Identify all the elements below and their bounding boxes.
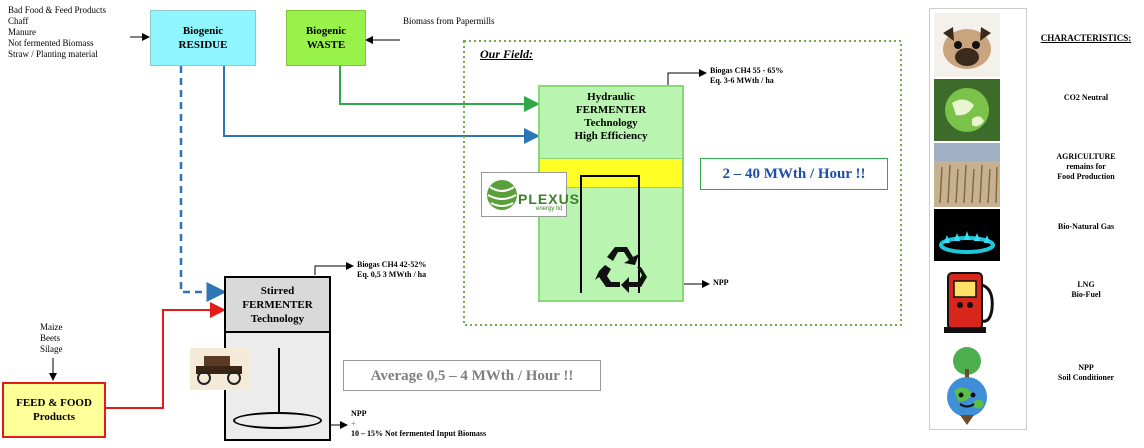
characteristic-line: Food Production (1057, 172, 1115, 181)
papermills-label: Biomass from Papermills (403, 16, 495, 26)
label-line: High Efficiency (574, 130, 648, 142)
arrow-hydraulic-biogas (667, 69, 707, 86)
characteristic-line: AGRICULTURE (1056, 152, 1116, 161)
residue-title: Biogenic (182, 25, 224, 37)
label-line: Technology (250, 313, 305, 325)
label-line: Hydraulic (587, 91, 635, 103)
input-item: Chaff (8, 16, 29, 26)
earth-leaf-icon (934, 79, 1000, 141)
characteristic-bio-natural-gas: Bio-Natural Gas (1036, 222, 1136, 232)
characteristics-image-column (929, 8, 1027, 430)
vintage-car-icon (190, 348, 250, 390)
arrow-waste-to-hydraulic (339, 66, 540, 112)
label-line: Stirred (260, 285, 295, 297)
biogenic-waste-box: Biogenic WASTE (286, 10, 366, 66)
stirred-biogas-label: Biogas CH4 42-52% Eq. 0,5 3 MWth / ha (357, 260, 426, 280)
characteristic-line: remains for (1066, 162, 1106, 171)
arrow-residue-to-stirred (179, 66, 227, 302)
characteristic-line: LNG (1077, 280, 1095, 289)
input-item: Bad Food & Feed Products (8, 5, 106, 15)
arrow-feed-to-stirred (106, 302, 226, 409)
characteristic-agriculture: AGRICULTURE remains for Food Production (1036, 152, 1136, 182)
residue-inputs-list: Bad Food & Feed Products Chaff Manure No… (8, 5, 106, 60)
stirred-npp-label: NPP + 10 – 15% Not fermented Input Bioma… (351, 409, 486, 439)
our-field-area (463, 40, 902, 326)
residue-subtitle: RESIDUE (178, 39, 228, 51)
plexus-logo-text: PLEXUS (518, 191, 581, 207)
input-item: Straw / Planting material (8, 49, 98, 59)
plexus-logo: PLEXUS energy ltd (481, 172, 579, 217)
hydraulic-npp-label: NPP (713, 278, 729, 287)
hydraulic-output-box: 2 – 40 MWth / Hour !! (700, 158, 888, 190)
feed-inputs-list: Maize Beets Silage (40, 322, 63, 355)
biogas-line: Biogas CH4 55 - 65% (710, 66, 784, 75)
characteristic-line: NPP (1078, 363, 1094, 372)
stirrer-paddle (233, 412, 322, 429)
fermenter-tube (580, 175, 640, 293)
hydraulic-fermenter-label: Hydraulic FERMENTER Technology High Effi… (540, 91, 682, 143)
characteristic-line: CO2 Neutral (1063, 93, 1109, 102)
our-field-label: Our Field: (480, 47, 534, 61)
gas-flame-icon (934, 209, 1000, 261)
npp-line: 10 – 15% Not fermented Input Biomass (351, 429, 487, 438)
wheat-field-icon (934, 143, 1000, 207)
feed-food-box: FEED & FOOD Products (2, 382, 106, 438)
characteristics-title: CHARACTERISTICS: (1040, 33, 1132, 43)
fuel-pump-icon (934, 265, 1000, 339)
arrow-residue-to-hydraulic (223, 66, 540, 144)
biogenic-residue-box: Biogenic RESIDUE (150, 10, 256, 66)
npp-line: + (351, 419, 356, 428)
label-line: FERMENTER (575, 104, 647, 116)
characteristic-npp: NPP Soil Conditioner (1036, 363, 1136, 383)
feed-food-subtitle: Products (33, 411, 75, 423)
arrow-stirred-biogas (314, 262, 354, 275)
biogas-line: Eq. 3-6 MWth / ha (710, 76, 774, 85)
stirred-output-box: Average 0,5 – 4 MWth / Hour !! (343, 360, 601, 391)
characteristic-lng: LNG Bio-Fuel (1036, 280, 1136, 300)
waste-title: Biogenic (305, 25, 347, 37)
input-item: Maize (40, 322, 63, 332)
stirred-fermenter-label: Stirred FERMENTER Technology (226, 278, 329, 333)
biogas-line: Biogas CH4 42-52% (357, 260, 427, 269)
characteristic-line: Soil Conditioner (1057, 373, 1115, 382)
input-item: Beets (40, 333, 60, 343)
characteristic-line: Bio-Natural Gas (1057, 222, 1115, 231)
earth-tree-icon (934, 341, 1000, 427)
input-item: Silage (40, 344, 63, 354)
plexus-globe-icon (487, 180, 517, 210)
characteristic-co2: CO2 Neutral (1036, 93, 1136, 103)
waste-subtitle: WASTE (306, 39, 346, 51)
hydraulic-biogas-label: Biogas CH4 55 - 65% Eq. 3-6 MWth / ha (710, 66, 783, 86)
characteristic-line: Bio-Fuel (1071, 290, 1101, 299)
pug-icon (934, 13, 1000, 77)
recycle-icon (595, 247, 647, 293)
label-line: FERMENTER (242, 299, 313, 311)
npp-line: NPP (351, 409, 367, 418)
biogas-line: Eq. 0,5 3 MWth / ha (357, 270, 427, 279)
input-item: Manure (8, 27, 36, 37)
label-line: Technology (584, 117, 638, 129)
feed-food-title: FEED & FOOD (16, 397, 92, 409)
plexus-logo-subtext: energy ltd (536, 206, 563, 212)
stirrer-shaft (278, 348, 280, 412)
input-item: Not fermented Biomass (8, 38, 94, 48)
